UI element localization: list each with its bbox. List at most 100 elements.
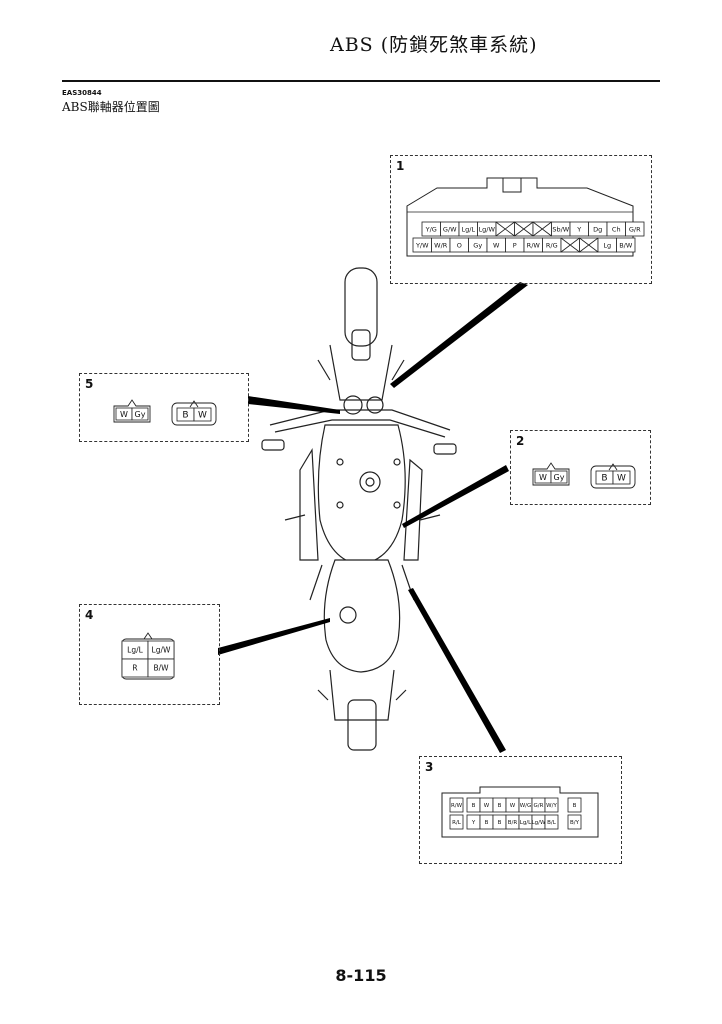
terminal-cell	[560, 237, 580, 253]
terminal-cell: R/L	[449, 814, 464, 830]
terminal-cell: Y/W	[412, 237, 432, 253]
terminal-cell: G/W	[440, 221, 460, 237]
terminal-cell: W/G	[518, 797, 533, 813]
terminal-cell: P	[505, 237, 525, 253]
terminal-label: Lg	[603, 241, 611, 249]
connector-number-1: 1	[396, 159, 405, 173]
terminal-label: O	[457, 241, 462, 249]
terminal-cell: W	[612, 470, 631, 485]
terminal-cell: Y/G	[421, 221, 441, 237]
terminal-label: B	[601, 474, 607, 484]
terminal-cell: B/Y	[567, 814, 582, 830]
terminal-label: W	[493, 241, 500, 249]
terminal-label: W/R	[434, 241, 448, 249]
terminal-label: G/W	[443, 225, 457, 233]
terminal-cell: O	[449, 237, 469, 253]
terminal-cell: W	[115, 407, 133, 421]
terminal-cell: B/L	[544, 814, 559, 830]
terminal-cell: R/W	[523, 237, 543, 253]
terminal-cell: B	[479, 814, 494, 830]
connector-number-5: 5	[85, 377, 94, 391]
terminal-cell: G/R	[625, 221, 645, 237]
page-header-title: ABS (防鎖死煞車系統)	[330, 34, 538, 56]
terminal-cell: W	[479, 797, 494, 813]
terminal-label: W	[198, 411, 207, 421]
terminal-label: W	[484, 803, 490, 809]
terminal-cell	[514, 221, 534, 237]
terminal-label: B/L	[547, 820, 557, 826]
terminal-cell: Dg	[588, 221, 608, 237]
terminal-label: R/L	[452, 820, 462, 826]
terminal-label: R	[132, 664, 137, 673]
terminal-label: B	[498, 803, 502, 809]
terminal-label: B/W	[153, 664, 169, 673]
connector-box-4: 4 Lg/L Lg/W R B/W	[79, 604, 220, 705]
terminal-label: Lg/L	[127, 646, 143, 655]
terminal-cell: Lg/W	[532, 814, 546, 830]
header-rule	[62, 80, 660, 82]
terminal-label: W	[539, 473, 547, 482]
terminal-label: Lg/L	[520, 820, 532, 826]
terminal-label: Dg	[593, 225, 602, 233]
terminal-label: Ch	[612, 225, 621, 233]
terminal-label: W	[120, 410, 128, 419]
terminal-label: W/Y	[546, 803, 557, 809]
terminal-label: B	[472, 803, 476, 809]
terminal-cell: Y	[466, 814, 481, 830]
terminal-cell: R	[121, 658, 149, 678]
terminal-cell: Gy	[131, 407, 149, 421]
terminal-cell: Lg	[597, 237, 617, 253]
terminal-cell: Y	[569, 221, 589, 237]
terminal-label: G/R	[629, 225, 641, 233]
terminal-cell: Lg/L	[121, 640, 149, 660]
terminal-label: P	[513, 241, 517, 249]
terminal-cell: Lg/L	[518, 814, 533, 830]
terminal-cell: B	[492, 814, 507, 830]
terminal-cell: B/W	[147, 658, 175, 678]
terminal-cell	[532, 221, 552, 237]
terminal-label: G/R	[534, 803, 544, 809]
terminal-label: Lg/L	[461, 225, 475, 233]
connector-number-2: 2	[516, 434, 525, 448]
terminal-label: B	[573, 803, 577, 809]
terminal-label: Y/G	[425, 225, 437, 233]
terminal-cell: R/W	[449, 797, 464, 813]
terminal-label: B/Y	[570, 820, 580, 826]
terminal-cell: Gy	[550, 470, 568, 484]
terminal-cell: B/R	[505, 814, 520, 830]
terminal-label: Gy	[554, 473, 565, 482]
terminal-cell: Lg/W	[147, 640, 175, 660]
terminal-cell: W	[486, 237, 506, 253]
terminal-label: W	[617, 474, 626, 484]
terminal-label: R/W	[451, 803, 463, 809]
terminal-label: R/G	[546, 241, 558, 249]
terminal-cell: B	[567, 797, 582, 813]
terminal-cell: B	[176, 407, 195, 422]
terminal-label: Y/W	[415, 241, 429, 249]
terminal-label: B	[498, 820, 502, 826]
terminal-label: Lg/W	[152, 646, 171, 655]
terminal-cell: W	[505, 797, 520, 813]
terminal-cell: B	[595, 470, 614, 485]
terminal-cell: Lg/W	[477, 221, 497, 237]
terminal-label: Lg/W	[532, 820, 546, 826]
terminal-label: Gy	[135, 410, 146, 419]
terminal-cell: Lg/L	[458, 221, 478, 237]
doc-code: EAS30844	[62, 89, 102, 97]
terminal-cell: Sb/W	[551, 221, 571, 237]
terminal-cell: B/W	[616, 237, 636, 253]
terminal-label: B/W	[619, 241, 633, 249]
connector-number-4: 4	[85, 608, 94, 622]
terminal-label: Sb/W	[552, 225, 569, 233]
terminal-cell: B	[466, 797, 481, 813]
terminal-label: B/R	[508, 820, 518, 826]
connector-number-3: 3	[425, 760, 434, 774]
terminal-label: W/G	[520, 803, 532, 809]
